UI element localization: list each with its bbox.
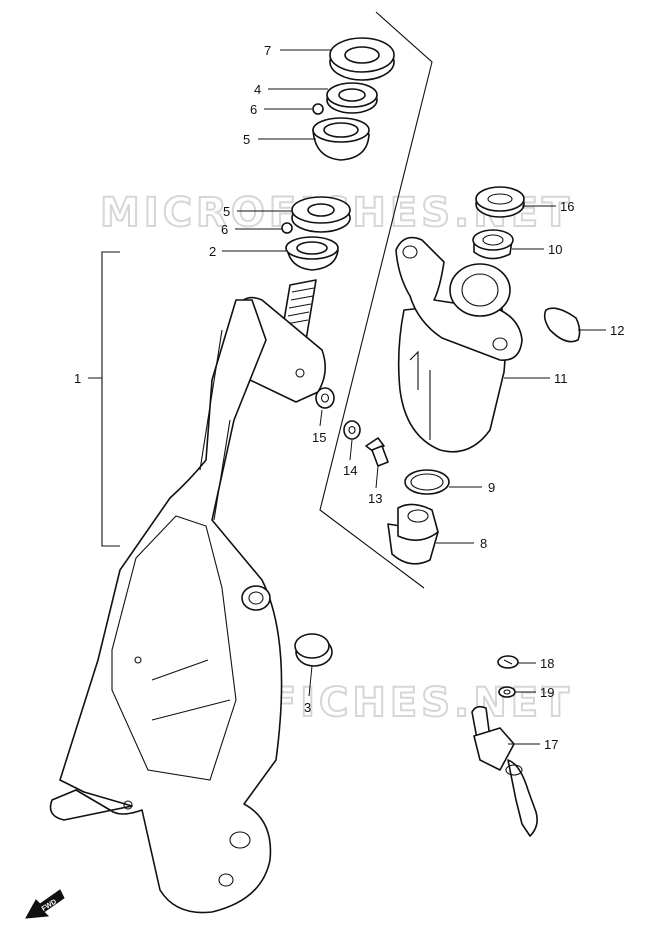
assembly-frame-line bbox=[319, 11, 433, 589]
leader-3 bbox=[308, 665, 313, 697]
callout-11: 11 bbox=[554, 371, 568, 386]
steering-lock-17 bbox=[471, 705, 538, 837]
fwd-label: FWD bbox=[41, 898, 58, 912]
frame-1 bbox=[49, 279, 326, 914]
callout-3: 3 bbox=[304, 700, 311, 715]
callout-6-lower: 6 bbox=[221, 222, 228, 237]
washer-15 bbox=[315, 387, 335, 409]
race-5-lower bbox=[291, 196, 351, 233]
plug-3 bbox=[294, 633, 333, 667]
screw-18 bbox=[497, 655, 519, 669]
leader-13 bbox=[375, 465, 379, 489]
callout-18: 18 bbox=[540, 656, 554, 671]
dust-seal-7 bbox=[329, 37, 395, 81]
bracket-part-1 bbox=[101, 251, 120, 547]
callout-8: 8 bbox=[480, 536, 487, 551]
callout-19: 19 bbox=[540, 685, 554, 700]
nut-8 bbox=[387, 503, 439, 565]
callout-5-lower: 5 bbox=[223, 204, 230, 219]
callout-16: 16 bbox=[560, 199, 574, 214]
ball-6-upper bbox=[312, 103, 324, 115]
callout-6: 6 bbox=[250, 102, 257, 117]
stem-housing-11 bbox=[395, 236, 523, 453]
callout-12: 12 bbox=[610, 323, 624, 338]
damper-12 bbox=[543, 307, 581, 343]
callout-1: 1 bbox=[74, 371, 81, 386]
washer-9 bbox=[404, 469, 450, 495]
leader-14 bbox=[349, 439, 353, 461]
nut-10 bbox=[472, 229, 514, 260]
callout-17: 17 bbox=[544, 737, 558, 752]
bearing-race-4 bbox=[326, 82, 378, 114]
leader-15 bbox=[319, 409, 323, 427]
callout-13: 13 bbox=[368, 491, 382, 506]
washer-14 bbox=[343, 420, 361, 440]
callout-7: 7 bbox=[264, 43, 271, 58]
callout-5: 5 bbox=[243, 132, 250, 147]
race-5-upper bbox=[312, 117, 370, 161]
bolt-13 bbox=[365, 437, 389, 467]
callout-9: 9 bbox=[488, 480, 495, 495]
ball-6-lower bbox=[281, 222, 293, 234]
callout-2: 2 bbox=[209, 244, 216, 259]
washer-16 bbox=[475, 186, 525, 218]
washer-19 bbox=[498, 686, 516, 698]
race-2 bbox=[285, 236, 339, 271]
callout-14: 14 bbox=[343, 463, 357, 478]
callout-4: 4 bbox=[254, 82, 261, 97]
callout-10: 10 bbox=[548, 242, 562, 257]
fwd-arrow-icon: FWD bbox=[25, 889, 65, 919]
callout-15: 15 bbox=[312, 430, 326, 445]
